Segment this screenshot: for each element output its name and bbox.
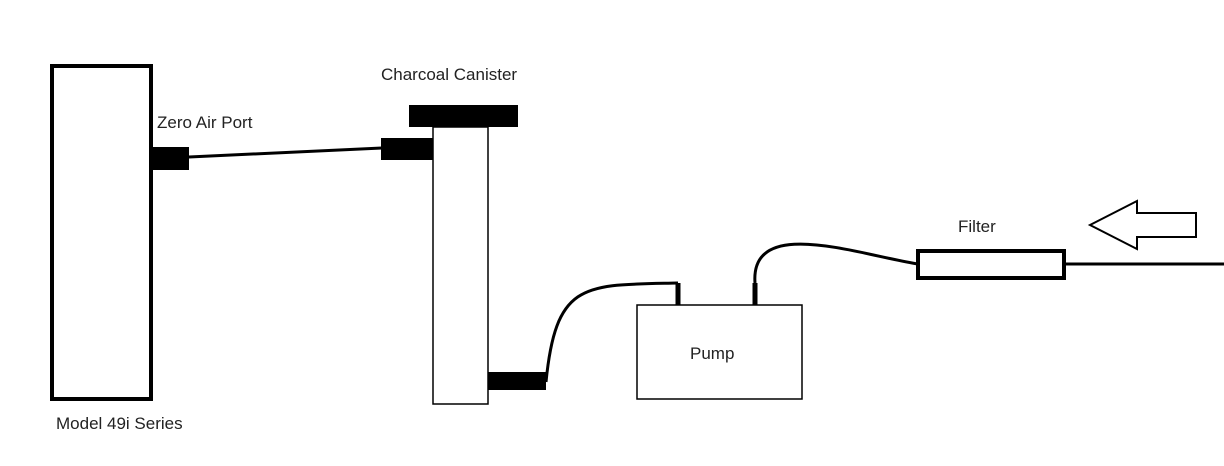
tube-port-to-canister [188, 146, 383, 159]
canister-cap [409, 105, 518, 127]
label-filter: Filter [958, 217, 996, 236]
filter-box [916, 249, 1066, 280]
tube-canister-to-pump [544, 281, 679, 383]
canister-bottom-fitting [488, 372, 546, 390]
label-pump: Pump [690, 344, 735, 363]
charcoal-canister-body [432, 126, 489, 405]
zero-air-port-fitting [151, 147, 189, 170]
label-zero-air-port: Zero Air Port [157, 113, 253, 132]
pump-box [636, 304, 803, 400]
analyzer-box [50, 64, 153, 401]
label-model: Model 49i Series [56, 414, 183, 433]
canister-top-fitting [381, 138, 434, 160]
tube-pump-to-filter [753, 242, 919, 284]
label-charcoal-canister: Charcoal Canister [381, 65, 518, 84]
flow-arrow-icon [1087, 199, 1197, 251]
